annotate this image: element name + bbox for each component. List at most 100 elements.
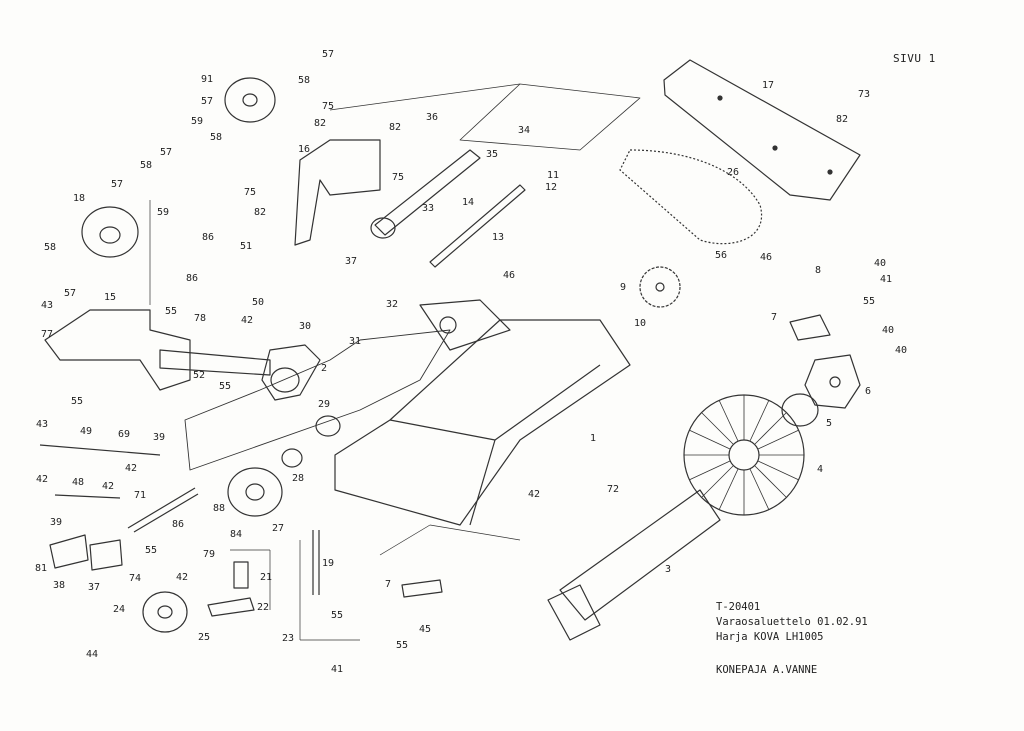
part-label: 24 [113,604,125,615]
part-label: 52 [193,370,205,381]
part-label: 57 [322,49,334,60]
part-label: 55 [145,545,157,556]
part-label: 56 [715,250,727,261]
part-label: 86 [172,519,184,530]
part-label: 19 [322,558,334,569]
part-label: 82 [836,114,848,125]
part-label: 58 [298,75,310,86]
part-label: 69 [118,429,130,440]
part-label: 23 [282,633,294,644]
part-label: 75 [322,101,334,112]
part-label: 51 [240,241,252,252]
part-label: 48 [72,477,84,488]
part-label: 57 [111,179,123,190]
part-label: 40 [874,258,886,269]
part-label: 40 [882,325,894,336]
part-label: 41 [331,664,343,675]
part-label: 12 [545,182,557,193]
part-label: 31 [349,336,361,347]
parts-list-date: Varaosaluettelo 01.02.91 [716,616,868,628]
part-label: 37 [88,582,100,593]
part-label: 11 [547,170,559,181]
part-label: 14 [462,197,474,208]
hub-5 [781,393,819,427]
pulley-18 [81,206,139,258]
part-label: 30 [299,321,311,332]
part-label: 72 [607,484,619,495]
part-label: 22 [257,602,269,613]
plate-left [184,329,451,471]
part-label: 55 [331,610,343,621]
drawing-number: T-20401 [716,601,761,613]
shaft-13 [429,184,526,268]
pulley-27 [227,467,283,517]
part-label: 8 [815,265,821,276]
part-label: 77 [41,329,53,340]
part-label: 91 [201,74,213,85]
plate-6 [804,354,861,409]
part-label: 7 [385,579,391,590]
part-label: 34 [518,125,530,136]
part-label: 46 [760,252,772,263]
bushing-21 [233,561,249,589]
part-label: 40 [895,345,907,356]
part-label: 82 [314,118,326,129]
part-label: 82 [389,122,401,133]
part-label: 1 [590,433,596,444]
part-label: 42 [102,481,114,492]
bracket-7 [789,314,831,341]
part-label-layer: 57 58 91 57 59 58 57 58 57 59 18 58 57 7… [35,49,907,675]
part-label: 3 [665,564,671,575]
part-label: 39 [153,432,165,443]
part-label: 42 [528,489,540,500]
part-label: 57 [201,96,213,107]
chain-26 [619,149,763,245]
bracket-2 [261,344,321,401]
part-label: 86 [202,232,214,243]
part-label: 59 [157,207,169,218]
part-label: 33 [422,203,434,214]
part-label: 71 [134,490,146,501]
part-label: 43 [41,300,53,311]
part-label: 55 [863,296,875,307]
part-label: 78 [194,313,206,324]
part-label: 9 [620,282,626,293]
bracket-7b [401,579,443,598]
part-label: 86 [186,273,198,284]
lever-22 [207,597,255,617]
part-label: 42 [125,463,137,474]
part-label: 10 [634,318,646,329]
bracket-15 [44,309,191,391]
part-label: 13 [492,232,504,243]
plate-38 [49,534,89,569]
part-label: 39 [50,517,62,528]
bearing-29 [315,415,341,437]
part-label: 55 [165,306,177,317]
part-label: 6 [865,386,871,397]
brush-shaft-3 [559,489,721,621]
part-label: 57 [160,147,172,158]
part-label: 82 [254,207,266,218]
part-label: 42 [36,474,48,485]
housing-1 [334,319,631,526]
part-label: 75 [392,172,404,183]
pulley-24 [142,591,188,633]
gear-9 [639,266,681,308]
title-block: T-20401 Varaosaluettelo 01.02.91 Harja K… [716,600,868,678]
part-label: 73 [858,89,870,100]
part-label: 57 [64,288,76,299]
part-label: 37 [345,256,357,267]
part-label: 79 [203,549,215,560]
part-label: 18 [73,193,85,204]
part-label: 81 [35,563,47,574]
part-label: 32 [386,299,398,310]
part-label: 29 [318,399,330,410]
part-label: 27 [272,523,284,534]
part-label: 49 [80,426,92,437]
part-label: 43 [36,419,48,430]
part-label: 46 [503,270,515,281]
part-label: 58 [210,132,222,143]
part-label: 75 [244,187,256,198]
part-label: 4 [817,464,823,475]
